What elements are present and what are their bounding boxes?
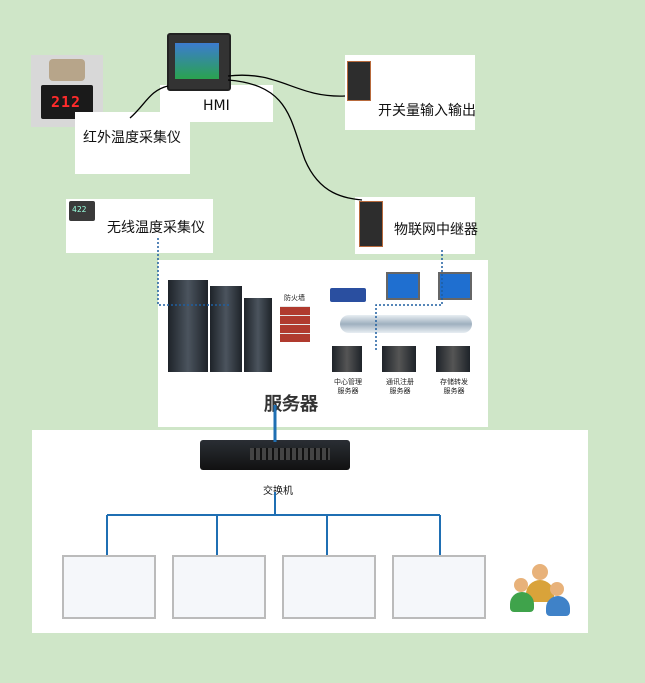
firewall-icon [280,306,310,342]
infrared-device-box: 212 [31,55,103,127]
firewall-label: 防火墙 [284,294,305,302]
client-panel: 交换机 [32,430,588,633]
infrared-sensor-image [49,59,85,81]
infrared-label-box: 红外温度采集仪 [75,112,190,174]
switch-icon [200,440,350,470]
server-rack-2 [210,286,242,372]
infrared-display-panel: 212 [41,85,93,119]
iot-relay-label: 物联网中继器 [394,222,478,238]
infrared-label: 红外温度采集仪 [83,130,181,146]
server-label: 服务器 [264,394,318,415]
cable-hmi-relay [227,79,363,201]
monitor-1 [386,272,420,300]
io-module-image [347,61,371,101]
server-comm-icon [382,346,416,372]
server-center-icon [332,346,362,372]
client-monitor-2 [172,555,266,619]
client-monitor-3 [282,555,376,619]
server-center-label: 中心管理 服务器 [334,378,362,395]
hmi-screen [175,43,219,79]
network-pipe [340,315,472,333]
server-panel: 防火墙 中心管理 服务器 通讯注册 服务器 存储转发 服务器 服务器 [158,260,488,427]
users-icon [510,560,572,620]
iot-relay-image [359,201,383,247]
server-store-icon [436,346,470,372]
client-monitor-1 [62,555,156,619]
server-store-label: 存储转发 服务器 [440,378,468,395]
switch-label: 交换机 [263,486,293,497]
io-box: 开关量输入输出 [345,55,476,130]
wireless-display: 422 [72,205,87,214]
io-label: 开关量输入输出 [378,103,476,119]
server-rack-3 [244,298,272,372]
server-rack-1 [168,280,208,372]
wireless-sensor-image: 422 [69,201,95,221]
hmi-box: HMI [160,85,273,122]
infrared-display-value: 212 [51,93,82,111]
router-icon [330,288,366,302]
dotted-relay-server [375,250,443,350]
hmi-label: HMI [203,98,230,114]
server-comm-label: 通讯注册 服务器 [386,378,414,395]
hmi-device [167,33,231,91]
monitor-2 [438,272,472,300]
wireless-box: 422 无线温度采集仪 [66,199,213,253]
dotted-wireless-server [157,238,230,306]
iot-relay-box: 物联网中继器 [355,197,478,254]
wireless-label: 无线温度采集仪 [107,220,205,236]
cable-hmi-infrared [129,85,169,119]
cable-hmi-io [227,74,346,97]
client-monitor-4 [392,555,486,619]
switch-ports [250,448,330,460]
